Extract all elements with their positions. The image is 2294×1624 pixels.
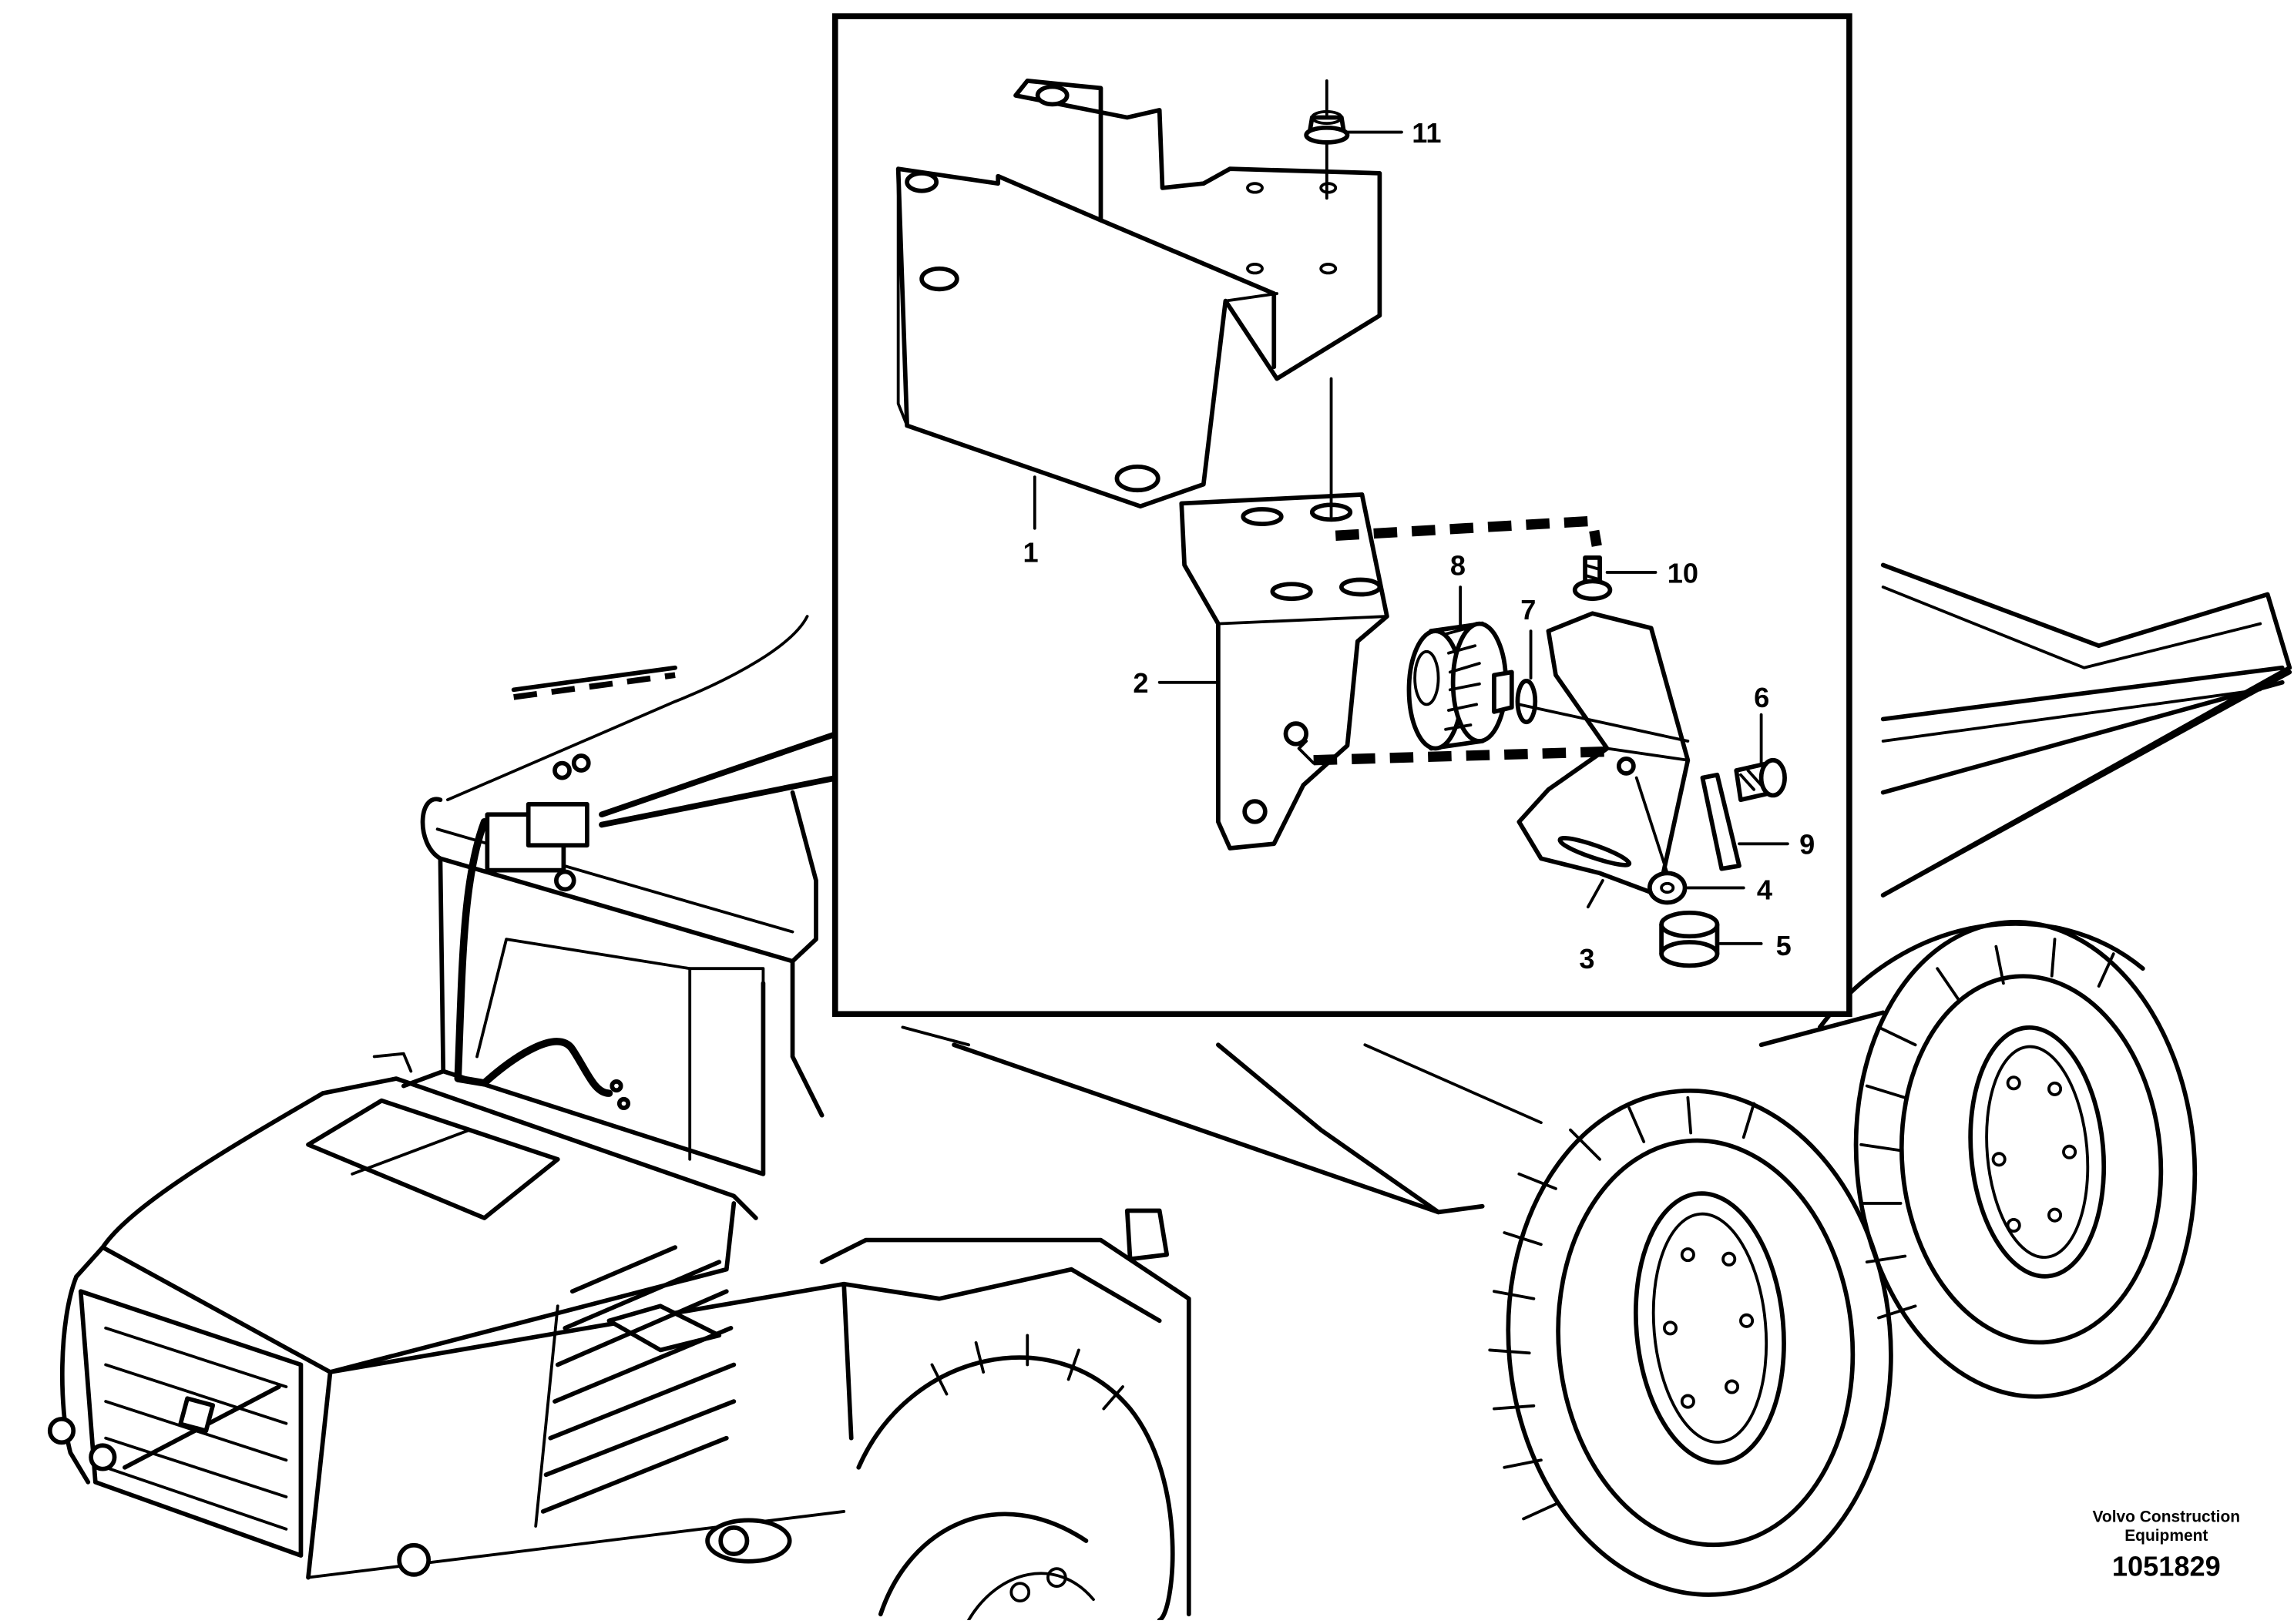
- part-11-flange-nut: [1304, 109, 1350, 145]
- callout-8: 8: [1450, 550, 1466, 582]
- leader-lines: [1033, 130, 1789, 945]
- rear-wheels: [1488, 919, 2198, 1597]
- tire-treads: [1488, 938, 2115, 1521]
- part-8-knurled-knob: [1406, 621, 1514, 751]
- front-wheel: [819, 1208, 1191, 1622]
- callout-labels: 1 2 3 4 5 6 7 8 9 10 11: [1023, 117, 1815, 975]
- part-6-screw: [1734, 757, 1787, 803]
- callout-9: 9: [1799, 829, 1815, 861]
- side-vents: [540, 1245, 737, 1514]
- drawing-credit: Volvo Construction Equipment 1051829: [2093, 1508, 2241, 1582]
- credit-line-1: Volvo Construction: [2093, 1508, 2241, 1525]
- dump-body: [952, 562, 2292, 1215]
- callout-4: 4: [1757, 874, 1772, 906]
- hood-and-front: [47, 1076, 854, 1580]
- credit-line-2: Equipment: [2124, 1527, 2208, 1545]
- cab: [372, 615, 970, 1176]
- callout-2: 2: [1133, 667, 1148, 699]
- callout-7: 7: [1520, 594, 1536, 626]
- articulated-hauler-drawing: [47, 562, 2292, 1622]
- callout-1: 1: [1023, 537, 1039, 569]
- callout-3: 3: [1579, 943, 1594, 975]
- detail-parts: [895, 79, 1789, 968]
- detail-pointer: [599, 730, 840, 828]
- part-7-washer: [1515, 679, 1538, 725]
- part-5-cap-nut: [1659, 910, 1720, 968]
- part-2-angle-bracket: [1179, 492, 1389, 851]
- callout-11: 11: [1412, 117, 1441, 149]
- part-1-bracket: [895, 79, 1382, 509]
- part-9-pad: [1700, 772, 1741, 871]
- part-10-screw: [1572, 555, 1613, 602]
- callout-6: 6: [1754, 682, 1769, 713]
- callout-5: 5: [1776, 930, 1792, 961]
- callout-10: 10: [1668, 557, 1698, 589]
- part-4-washer: [1647, 871, 1688, 905]
- reference-number: 1051829: [2112, 1551, 2221, 1582]
